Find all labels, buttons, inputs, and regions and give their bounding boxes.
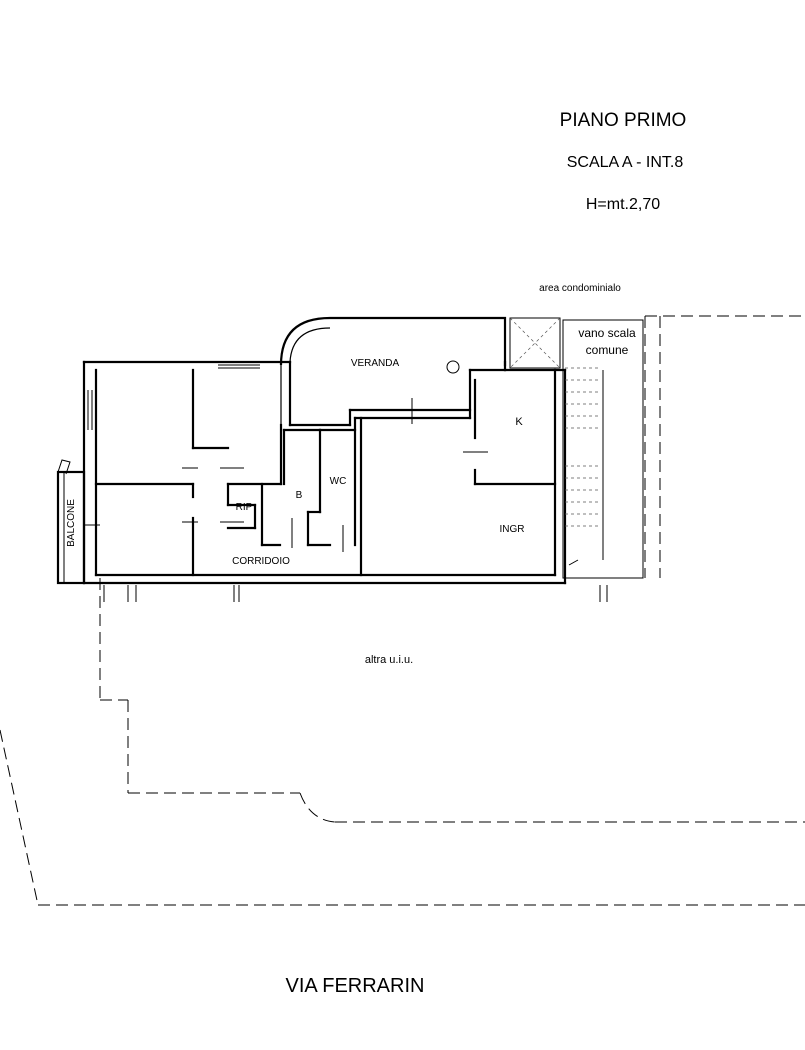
street-label: VIA FERRARIN <box>286 975 425 997</box>
stairwell <box>509 317 644 579</box>
corridor-label: CORRIDOIO <box>232 556 290 567</box>
height-label: H=mt.2,70 <box>586 196 660 213</box>
storage-label: RIP <box>236 502 253 513</box>
entrance-label: INGR <box>500 524 525 535</box>
stair-unit-label: SCALA A - INT.8 <box>567 154 684 171</box>
veranda-label: VERANDA <box>351 358 400 369</box>
wc-label: WC <box>330 476 347 487</box>
apartment-walls <box>56 316 567 585</box>
balcony-label: BALCONE <box>66 499 77 547</box>
boundary-lines <box>0 315 805 906</box>
stairwell-label-line1: vano scala <box>578 326 636 340</box>
bathroom-label: B <box>296 490 303 501</box>
common-area-label: area condominialo <box>539 283 621 294</box>
other-unit-label: altra u.i.u. <box>365 654 413 666</box>
floor-title: PIANO PRIMO <box>560 110 687 131</box>
stairwell-label-line2: comune <box>586 343 629 357</box>
kitchen-label: K <box>515 416 523 428</box>
